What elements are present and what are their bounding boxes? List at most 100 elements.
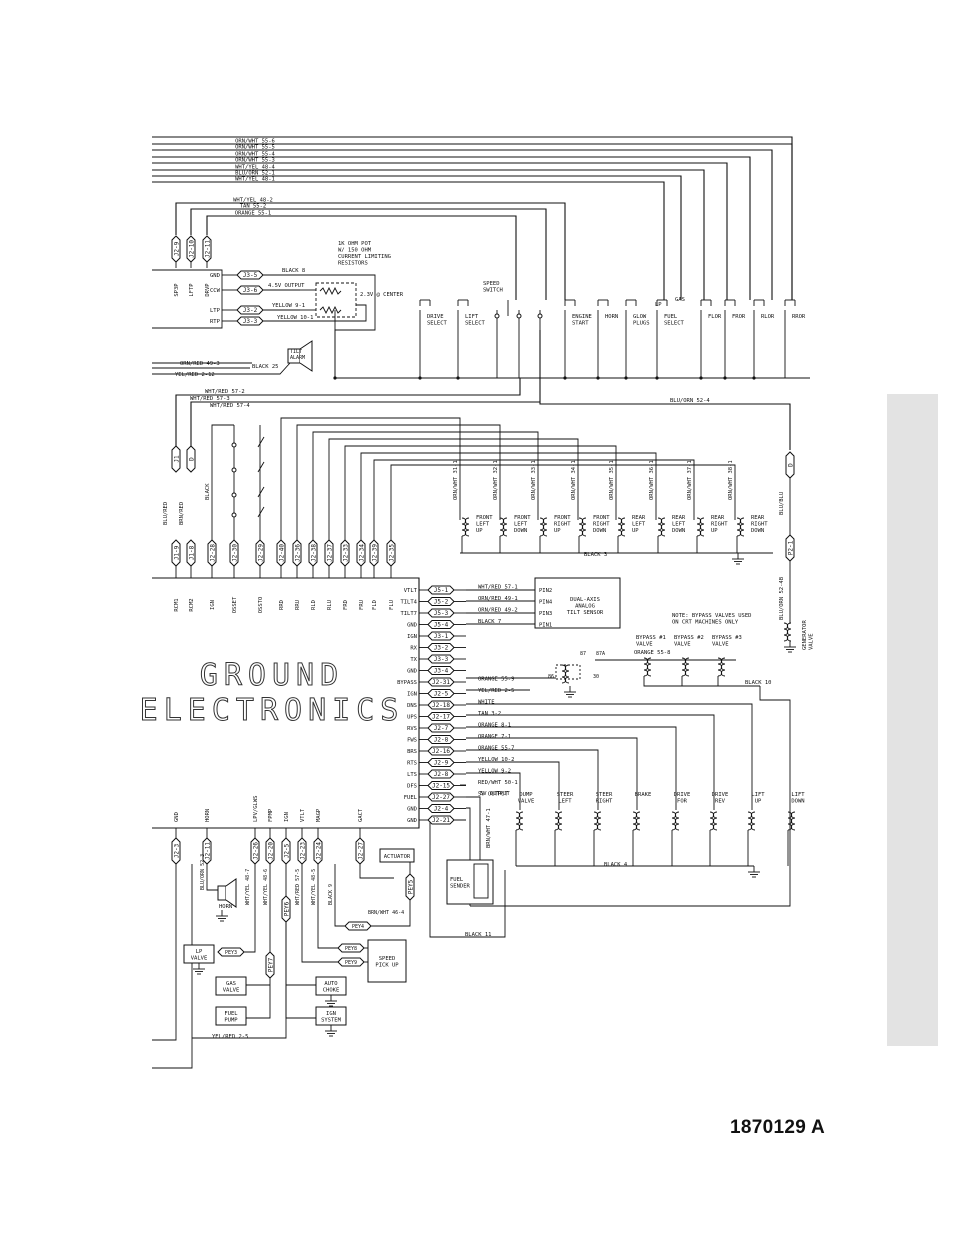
connector-label: J2-33 xyxy=(342,544,349,562)
connector-label: J3-4 xyxy=(434,668,449,675)
j-wire-label: ORANGE 55-7 xyxy=(478,746,514,752)
bottom-j2-connector xyxy=(355,837,365,865)
label-line: LIFT xyxy=(751,792,765,798)
coil-icon xyxy=(657,517,663,537)
valve-wire xyxy=(390,464,736,545)
j-wire-label: WHT/RED 57-1 xyxy=(478,585,518,591)
j-connector xyxy=(427,792,455,802)
switch-label: FROR xyxy=(732,314,746,320)
brn-wht-label: BRN/WHT 47-1 xyxy=(486,808,492,848)
label-line: REAR xyxy=(751,515,765,521)
connector-label: J5-1 xyxy=(434,587,449,594)
coil-icon xyxy=(783,622,789,642)
valve-return xyxy=(736,536,773,554)
connector-label: J1 xyxy=(173,455,180,463)
j-pin-label: RTS xyxy=(407,761,417,767)
label-line: FOR xyxy=(677,799,688,805)
second-wire xyxy=(206,215,517,300)
bottom-wire xyxy=(152,864,193,1069)
tilt-pin-label: PIN2 xyxy=(539,588,552,594)
pot-connector xyxy=(236,270,264,280)
bottom-j2-label: MAGP xyxy=(316,808,322,822)
valve-wire xyxy=(296,424,501,545)
module-edge xyxy=(152,269,223,329)
valve-return xyxy=(539,536,576,554)
j-connector xyxy=(427,700,455,710)
horn-wire xyxy=(206,864,218,891)
top-wire xyxy=(152,149,773,300)
pe-connector xyxy=(405,873,415,901)
blu-orn-label: BLU/ORN 52-4 xyxy=(670,398,710,404)
j-connector xyxy=(427,804,455,813)
top-wire xyxy=(152,175,682,300)
label-line: REAR xyxy=(672,515,686,521)
connector-label: D xyxy=(188,457,195,461)
coil-icon xyxy=(581,517,587,537)
valve-wire-label: ORN/WHT 38-1 xyxy=(728,460,734,500)
coil-icon xyxy=(539,517,545,537)
label-line: BYPASS #1 xyxy=(636,635,666,641)
j1-connector xyxy=(171,539,181,567)
left-mid-wire xyxy=(175,378,521,470)
switch-label: HORN xyxy=(605,314,618,320)
label-line: REV xyxy=(715,799,726,805)
connector-label: J2-11 xyxy=(204,842,211,860)
pot-wire-label: YELLOW 9-1 xyxy=(272,303,305,309)
j-pin-label: BYPASS xyxy=(397,680,417,686)
label-line: VALVE xyxy=(712,642,729,648)
label-line: LIFT xyxy=(465,314,479,320)
valve-wire xyxy=(373,459,695,545)
label-line: DOWN xyxy=(791,799,804,805)
wires-layer xyxy=(152,136,810,1069)
label-line: REAR xyxy=(711,515,725,521)
valve-wire-label: ORN/WHT 37-1 xyxy=(687,460,693,500)
j1-connector xyxy=(356,539,366,567)
j-wire-label: ORANGE 7-1 xyxy=(478,734,511,740)
junction-dot xyxy=(752,376,756,380)
black-4-label: BLACK 4 xyxy=(604,862,628,868)
terminal-circle xyxy=(231,467,237,473)
j-wire-label: YELLOW 10-2 xyxy=(478,757,514,763)
coil-icon xyxy=(787,811,793,831)
label-line: UP xyxy=(755,799,762,805)
connector-label: J3-3 xyxy=(243,318,258,325)
label-line: LEFT xyxy=(632,522,646,528)
connector-label: PEY7 xyxy=(267,957,274,972)
pot-connector xyxy=(236,285,264,295)
label-line: DOWN xyxy=(593,528,606,534)
potentiometer xyxy=(315,282,357,318)
blu-blu-label: BLU/BLU xyxy=(779,492,785,515)
coil-icon xyxy=(709,811,715,831)
switch-label: RLOR xyxy=(761,314,775,320)
terminal-circle xyxy=(231,492,237,498)
connector-label: J2-10 xyxy=(188,240,195,258)
j-connector xyxy=(427,585,455,595)
label-line: ON CRT MACHINES ONLY xyxy=(672,620,739,626)
gas-valve-label: GAS xyxy=(226,981,236,987)
bottom-valve-wire xyxy=(466,749,599,810)
valve-wire xyxy=(360,452,657,545)
pe-connector xyxy=(281,895,291,923)
label-line: LEFT xyxy=(672,522,686,528)
label-line: SELECT xyxy=(664,321,685,327)
j1-label: RRU xyxy=(295,600,301,610)
label-line: UP xyxy=(711,528,718,534)
connector-label: J1-9 xyxy=(173,545,180,560)
j-pin-label: RVS xyxy=(407,726,417,732)
label-line: VALVE xyxy=(636,642,653,648)
valve-wire xyxy=(328,438,579,545)
j1-connector xyxy=(324,539,334,567)
label-line: DUAL-AXIS xyxy=(570,597,600,603)
valve-wire xyxy=(344,445,617,545)
chain-wire xyxy=(211,424,234,545)
pot-wire-label: BLACK 8 xyxy=(282,268,305,274)
label-line: VALVE xyxy=(674,642,691,648)
left-wire xyxy=(152,362,291,375)
j-connector xyxy=(427,723,455,733)
relay-label: 87A xyxy=(596,651,605,657)
